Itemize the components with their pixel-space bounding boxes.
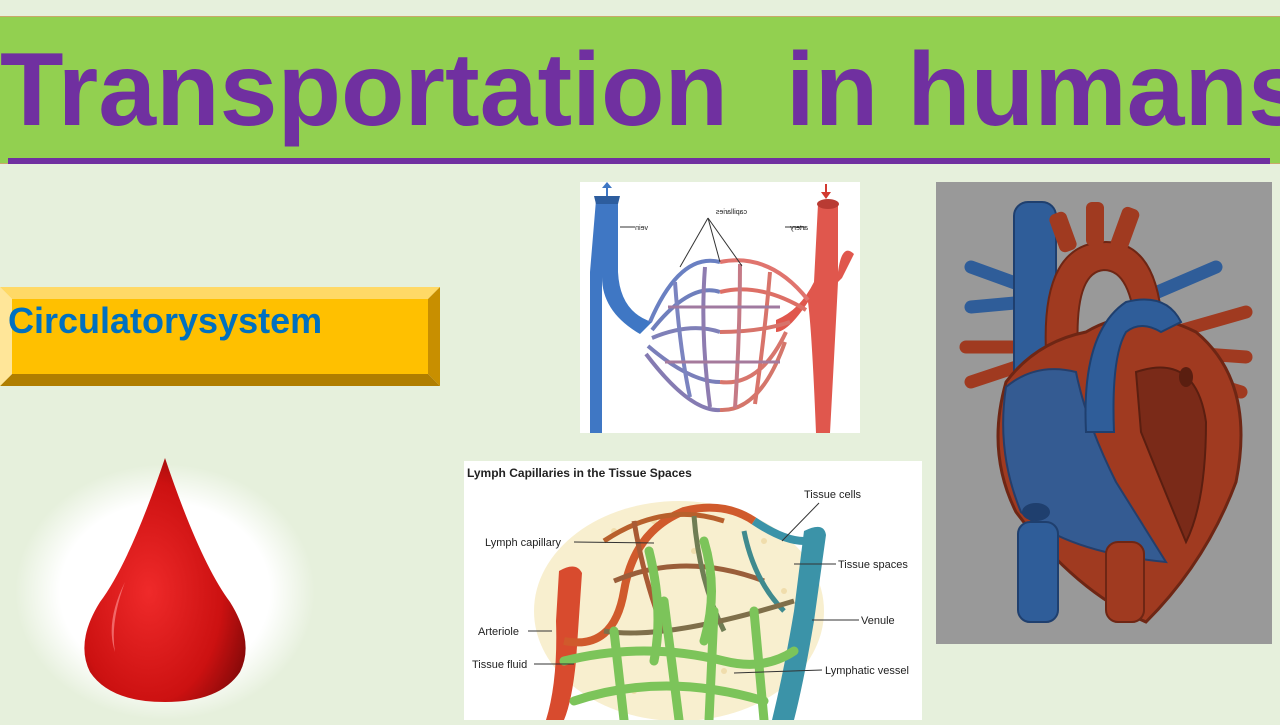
capillaries-label: capillaries	[715, 209, 747, 216]
lymph-capillary-label: Lymph capillary	[485, 537, 562, 549]
vein-label: vein	[635, 225, 648, 232]
arteriole-label: Arteriole	[478, 626, 519, 638]
lymph-figure-heading: Lymph Capillaries in the Tissue Spaces	[467, 466, 692, 480]
blood-drop-image	[15, 452, 315, 720]
circulatory-system-label: Circulatorysystem	[8, 300, 323, 341]
lymph-capillaries-figure: Lymph Capillaries in the Tissue Spaces	[464, 461, 922, 725]
tissue-fluid-label: Tissue fluid	[472, 659, 527, 671]
lymphatic-vessel-label: Lymphatic vessel	[825, 665, 909, 677]
venule-label: Venule	[861, 615, 895, 627]
circulatory-system-label-box	[0, 287, 440, 386]
title-underline	[8, 158, 1270, 164]
capillary-network-figure: vein capillaries artery	[580, 182, 860, 433]
title-banner: Transportation in humans	[0, 16, 1280, 164]
heart-diagram	[936, 182, 1272, 644]
page-title: Transportation in humans	[0, 32, 1280, 148]
tissue-cells-label: Tissue cells	[804, 489, 862, 501]
artery-label: artery	[790, 225, 808, 232]
tissue-spaces-label: Tissue spaces	[838, 559, 908, 571]
